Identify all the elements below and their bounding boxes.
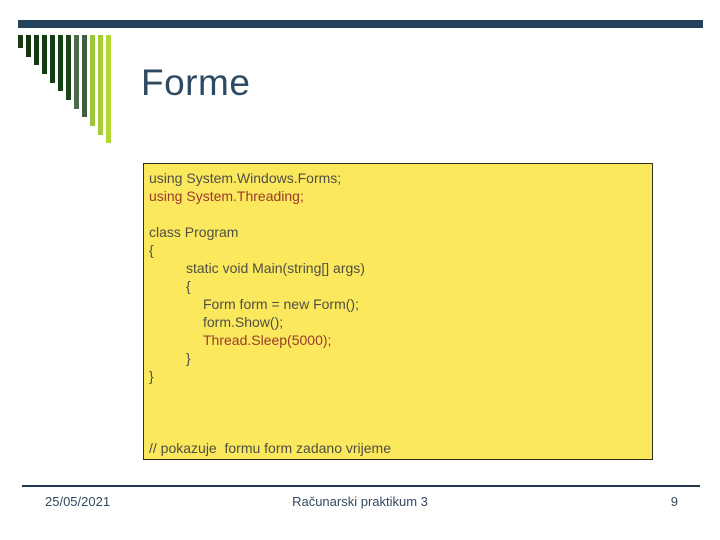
code-line: { (149, 242, 154, 258)
page-number: 9 (670, 494, 678, 509)
code-line: Form form = new Form(); (203, 296, 359, 312)
logo-bar (90, 35, 95, 126)
code-line: form.Show(); (203, 314, 284, 330)
code-line: Thread.Sleep(5000); (203, 332, 332, 348)
code-line (149, 421, 652, 439)
logo-bar (42, 35, 47, 74)
code-line: static void Main(string[] args) (186, 260, 365, 276)
logo-bar (18, 35, 23, 48)
code-line (149, 403, 652, 421)
code-line (149, 385, 652, 403)
logo-bar (74, 35, 79, 109)
logo-bar (66, 35, 71, 100)
code-line: using System.Threading; (149, 188, 304, 204)
code-line (149, 205, 652, 223)
code-box: using System.Windows.Forms; using System… (143, 163, 653, 460)
slide-title: Forme (141, 62, 251, 103)
logo-bar (106, 35, 111, 143)
code-line: } (149, 368, 154, 384)
top-accent-bar (18, 20, 703, 28)
footer-course: Računarski praktikum 3 (292, 494, 428, 509)
logo-bar (34, 35, 39, 65)
green-bars-logo (18, 35, 114, 143)
code-comment-line: // pokazuje formu form zadano vrijeme (149, 440, 391, 456)
code-line: class Program (149, 224, 239, 240)
logo-bar (50, 35, 55, 83)
logo-bar (26, 35, 31, 57)
logo-bar (58, 35, 63, 91)
footer-divider (22, 485, 700, 487)
logo-bar (82, 35, 87, 117)
logo-bar (98, 35, 103, 135)
footer-date: 25/05/2021 (45, 494, 111, 509)
code-line: } (186, 350, 191, 366)
code-line: { (186, 278, 191, 294)
code-line: using System.Windows.Forms; (149, 170, 342, 186)
